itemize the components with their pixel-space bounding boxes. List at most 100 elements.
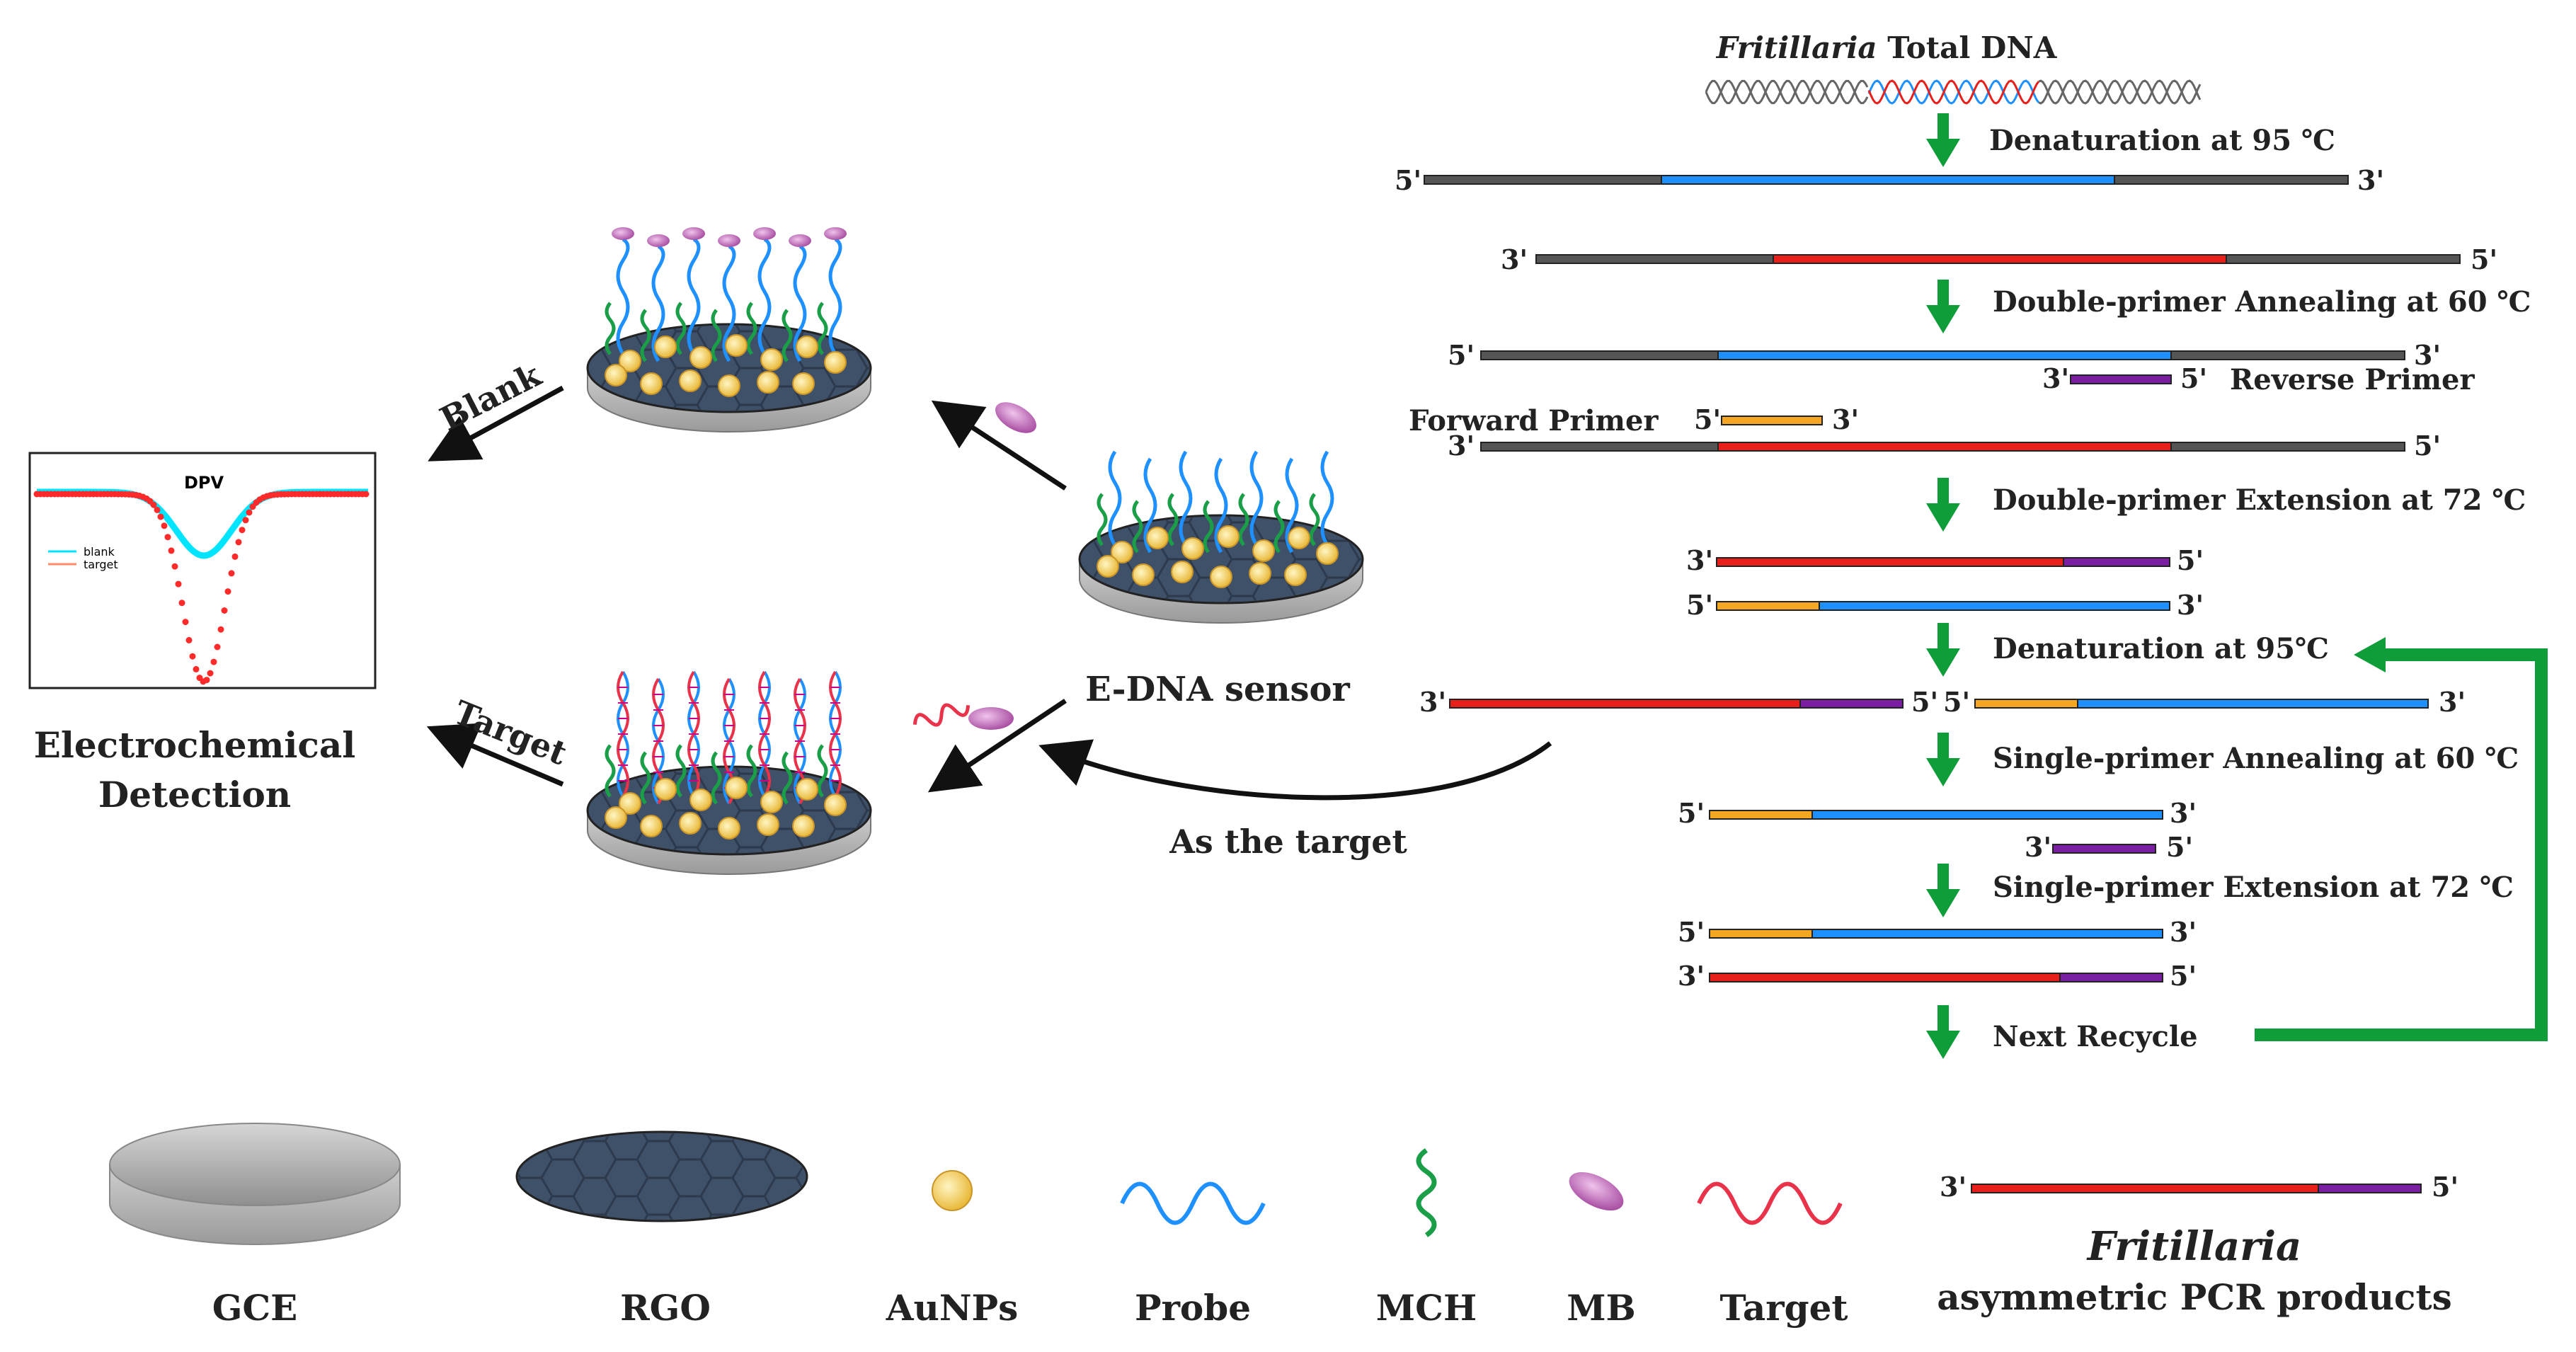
step-denaturation-1: Denaturation at 95 ℃ [1989,124,2335,157]
end-label: 3' [2170,797,2197,829]
mb-tag [824,227,847,240]
legend-product-rest: asymmetric PCR products [1937,1276,2452,1318]
mb-tag [682,227,705,240]
legend-mb: MB [1567,1287,1636,1329]
mb-tag [647,234,670,247]
probe-strand [793,244,807,362]
dpv-target-point [154,506,161,513]
aunp-particle [824,351,847,374]
aunp-particle [718,817,740,840]
dpv-target-point [185,636,193,643]
aunp-particle [792,815,815,837]
end-label: 5' [2432,1171,2458,1203]
green-arrow-icon [1926,733,1960,786]
dpv-target-point [235,539,242,546]
dpv-target-point [224,588,231,595]
dpv-target-point [203,677,210,684]
mch-strand [746,302,757,355]
green-arrow-icon [1926,1005,1960,1059]
legend: GCE RGO AuNPs Probe MCH MB Target 3' 5' … [109,1123,2458,1329]
end-label: 3' [2170,916,2197,948]
aunp-particle [1316,542,1339,565]
aunp-particle [725,334,748,357]
forward-primer-strand [1721,416,1823,425]
dpv-title: DPV [184,473,224,493]
aunp-particle [725,777,748,799]
mch-strand [640,309,651,362]
aunp-particle [760,348,783,371]
aunp-particle [1288,527,1310,549]
end-label: 5' [1694,403,1721,435]
dpv-target-curve [33,491,370,685]
end-label: 5' [2177,544,2204,576]
pcr-title-italic: Fritillaria [1716,30,1877,65]
green-arrow-icon [1926,864,1960,917]
mb-icon [1569,1171,1624,1211]
end-label: 3' [1419,686,1446,718]
mch-strand [1309,493,1320,546]
legend-rgo: RGO [620,1287,711,1329]
mch-strand [1167,493,1179,546]
end-label: 5' [1395,164,1421,196]
probe-strand [1143,457,1157,554]
probe-strand [616,237,630,355]
arrow-icon [931,400,1067,491]
end-label: 3' [1501,244,1528,275]
dpv-target-point [171,563,178,570]
aunp-particle [1217,525,1240,548]
arrow-icon [927,699,1067,793]
legend-target: Target [1719,1287,1848,1329]
aunp-particle [605,806,627,829]
aunp-particle [1146,527,1169,549]
legend-product-italic: Fritillaria [2086,1223,2302,1270]
aunp-particle [1181,537,1204,560]
dpv-target-point [246,509,253,516]
mch-strand [675,744,687,798]
aunp-particle [679,369,702,392]
dpv-target-point [242,517,249,524]
as-target-arrow [1038,739,1552,801]
pcr-title: Fritillaria Total DNA [1716,30,2058,65]
helix-strand [1705,79,1869,105]
edna-sensor-label: E-DNA sensor [1085,670,1350,709]
product-strand-red [1971,1184,2319,1193]
reverse-primer-strand [2070,374,2172,384]
detection-label-line1: Electrochemical [34,724,356,766]
aunp-particle [1252,539,1275,562]
mch-strand [605,744,616,798]
dpv-target-point [175,580,182,588]
dpv-target-point [168,547,175,554]
step-double-primer-extension: Double-primer Extension at 72 ℃ [1993,483,2526,517]
end-label: 5' [1678,797,1705,829]
probe-strand [687,237,701,355]
dpv-legend-blank: blank [84,545,115,558]
dpv-target-point [210,658,217,665]
mch-strand [675,302,687,355]
legend-probe: Probe [1135,1287,1251,1329]
helix-strand [1867,79,2040,105]
end-label: 3' [2414,339,2441,371]
probe-strand [1179,450,1193,546]
aunp-particle [679,812,702,835]
step-single-primer-annealing: Single-primer Annealing at 60 ℃ [1993,742,2519,775]
aunp-particle [654,778,677,801]
aunp-particle [1111,541,1133,563]
aunp-particle [824,794,847,816]
gce-icon [109,1123,401,1245]
dpv-target-point [239,527,246,534]
dpv-target-point [157,513,164,520]
aunp-particle [796,778,818,801]
blank-electrode [586,227,872,432]
aunp-particle [605,364,627,386]
product-strand-purple [2318,1184,2422,1193]
mb-tag [718,234,740,247]
end-label: 5' [1943,686,1970,718]
recycle-loop-arrow [2255,637,2548,1041]
dpv-target-point [362,491,370,498]
end-label: 3' [2177,589,2204,621]
helix-strand [2038,79,2202,105]
dpv-target-point [228,570,235,577]
aunp-particle [689,346,712,369]
helix-strand [1867,79,2040,105]
end-label: 5' [2471,244,2497,275]
